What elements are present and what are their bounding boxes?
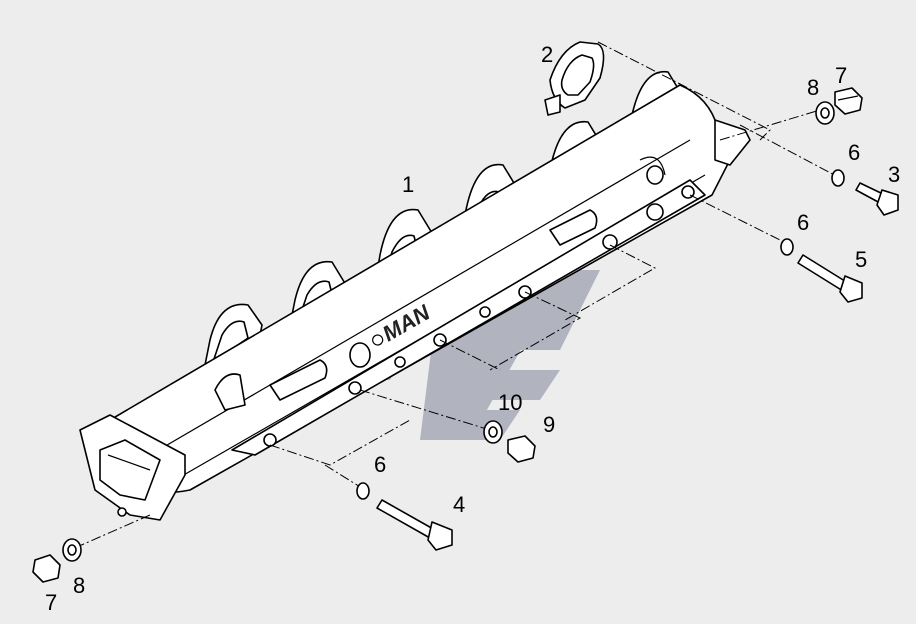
callout-6-mid: 6 <box>797 210 809 235</box>
callout-7-bottom: 7 <box>45 590 57 615</box>
washer-right-top <box>831 169 845 187</box>
assembly-lines <box>69 41 841 551</box>
plug-bottom <box>32 554 61 583</box>
seal-ring-mid <box>483 420 503 444</box>
seal-ring-bottom <box>62 538 82 562</box>
gasket <box>544 41 605 116</box>
callout-7-top: 7 <box>835 63 847 88</box>
callout-6-bottom: 6 <box>374 452 386 477</box>
callout-5: 5 <box>855 247 867 272</box>
callout-6-top: 6 <box>848 140 860 165</box>
callout-labels: 1 2 3 4 5 6 6 6 7 7 8 8 9 10 <box>45 42 900 615</box>
bolt-5 <box>797 254 863 303</box>
exhaust-manifold <box>79 71 751 521</box>
plug-top <box>834 87 863 115</box>
seal-ring-top <box>815 101 835 125</box>
callout-1: 1 <box>402 172 414 197</box>
callout-2: 2 <box>541 42 553 67</box>
bolt-3 <box>855 182 899 216</box>
washer-bottom <box>356 482 370 500</box>
callout-4: 4 <box>453 492 465 517</box>
callout-3: 3 <box>888 162 900 187</box>
bolt-4 <box>376 499 453 551</box>
callout-9: 9 <box>543 412 555 437</box>
washer-right-mid <box>780 238 794 256</box>
callout-8-top: 8 <box>807 75 819 100</box>
callout-8-bottom: 8 <box>73 573 85 598</box>
callout-10: 10 <box>498 390 522 415</box>
plug-mid <box>507 435 536 463</box>
